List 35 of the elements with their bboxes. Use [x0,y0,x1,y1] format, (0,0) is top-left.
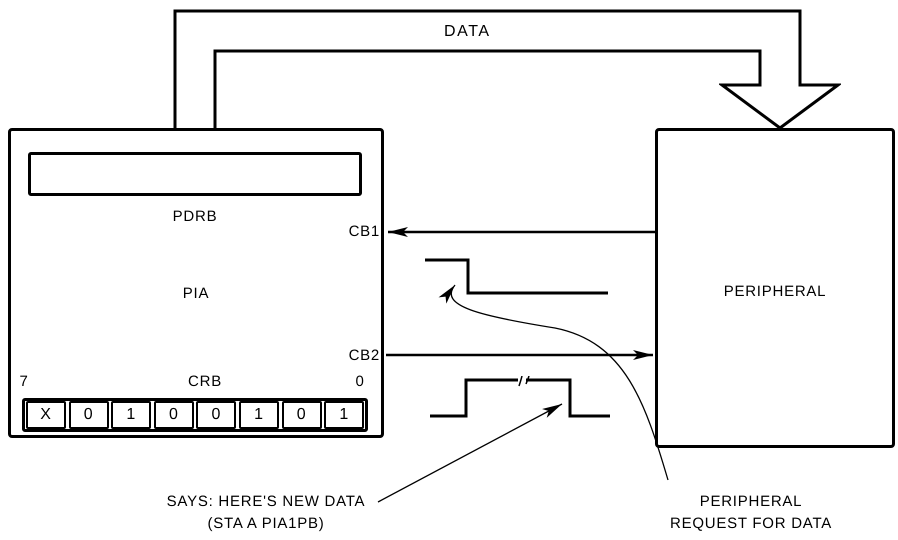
bit-value: 0 [212,405,222,425]
register-box [28,152,362,196]
pin-label: CB1 [348,222,380,242]
peripheral-block [655,128,895,448]
register-caption: 7 [18,372,30,392]
annotation-text: PERIPHERAL REQUEST FOR DATA [668,492,833,534]
bit-cell [68,401,109,429]
bit-value: 0 [296,405,306,425]
register-box [22,398,368,432]
leader-line [378,403,562,503]
bit-cell [111,401,152,429]
bit-value: 1 [126,405,136,425]
bit-cell [239,401,279,429]
pin-label: CB2 [348,346,380,366]
register-caption: PDRB [172,207,218,227]
bit-cell [324,401,364,429]
signal-arrow [388,227,655,237]
bit-value: 1 [254,405,264,425]
bit-value: 0 [168,405,179,425]
block-label: PERIPHERAL [724,282,826,302]
bit-cell [154,401,194,429]
register-caption: 0 [354,372,366,392]
signal-arrow [386,350,653,360]
bit-cell [26,401,66,429]
data-bus-arrow [174,10,840,130]
pia-block [8,128,384,438]
annotation-text: SAYS: HERE'S NEW DATA (STA A PIA1PB) [166,492,366,534]
block-label: PIA [182,284,210,304]
bit-cell [282,401,322,429]
bit-value: 0 [84,405,94,425]
register-caption: CRB [187,372,223,392]
bit-value: X [40,405,52,425]
leader-line [440,284,669,480]
bit-value: 1 [339,405,350,425]
bit-cell [196,401,236,429]
